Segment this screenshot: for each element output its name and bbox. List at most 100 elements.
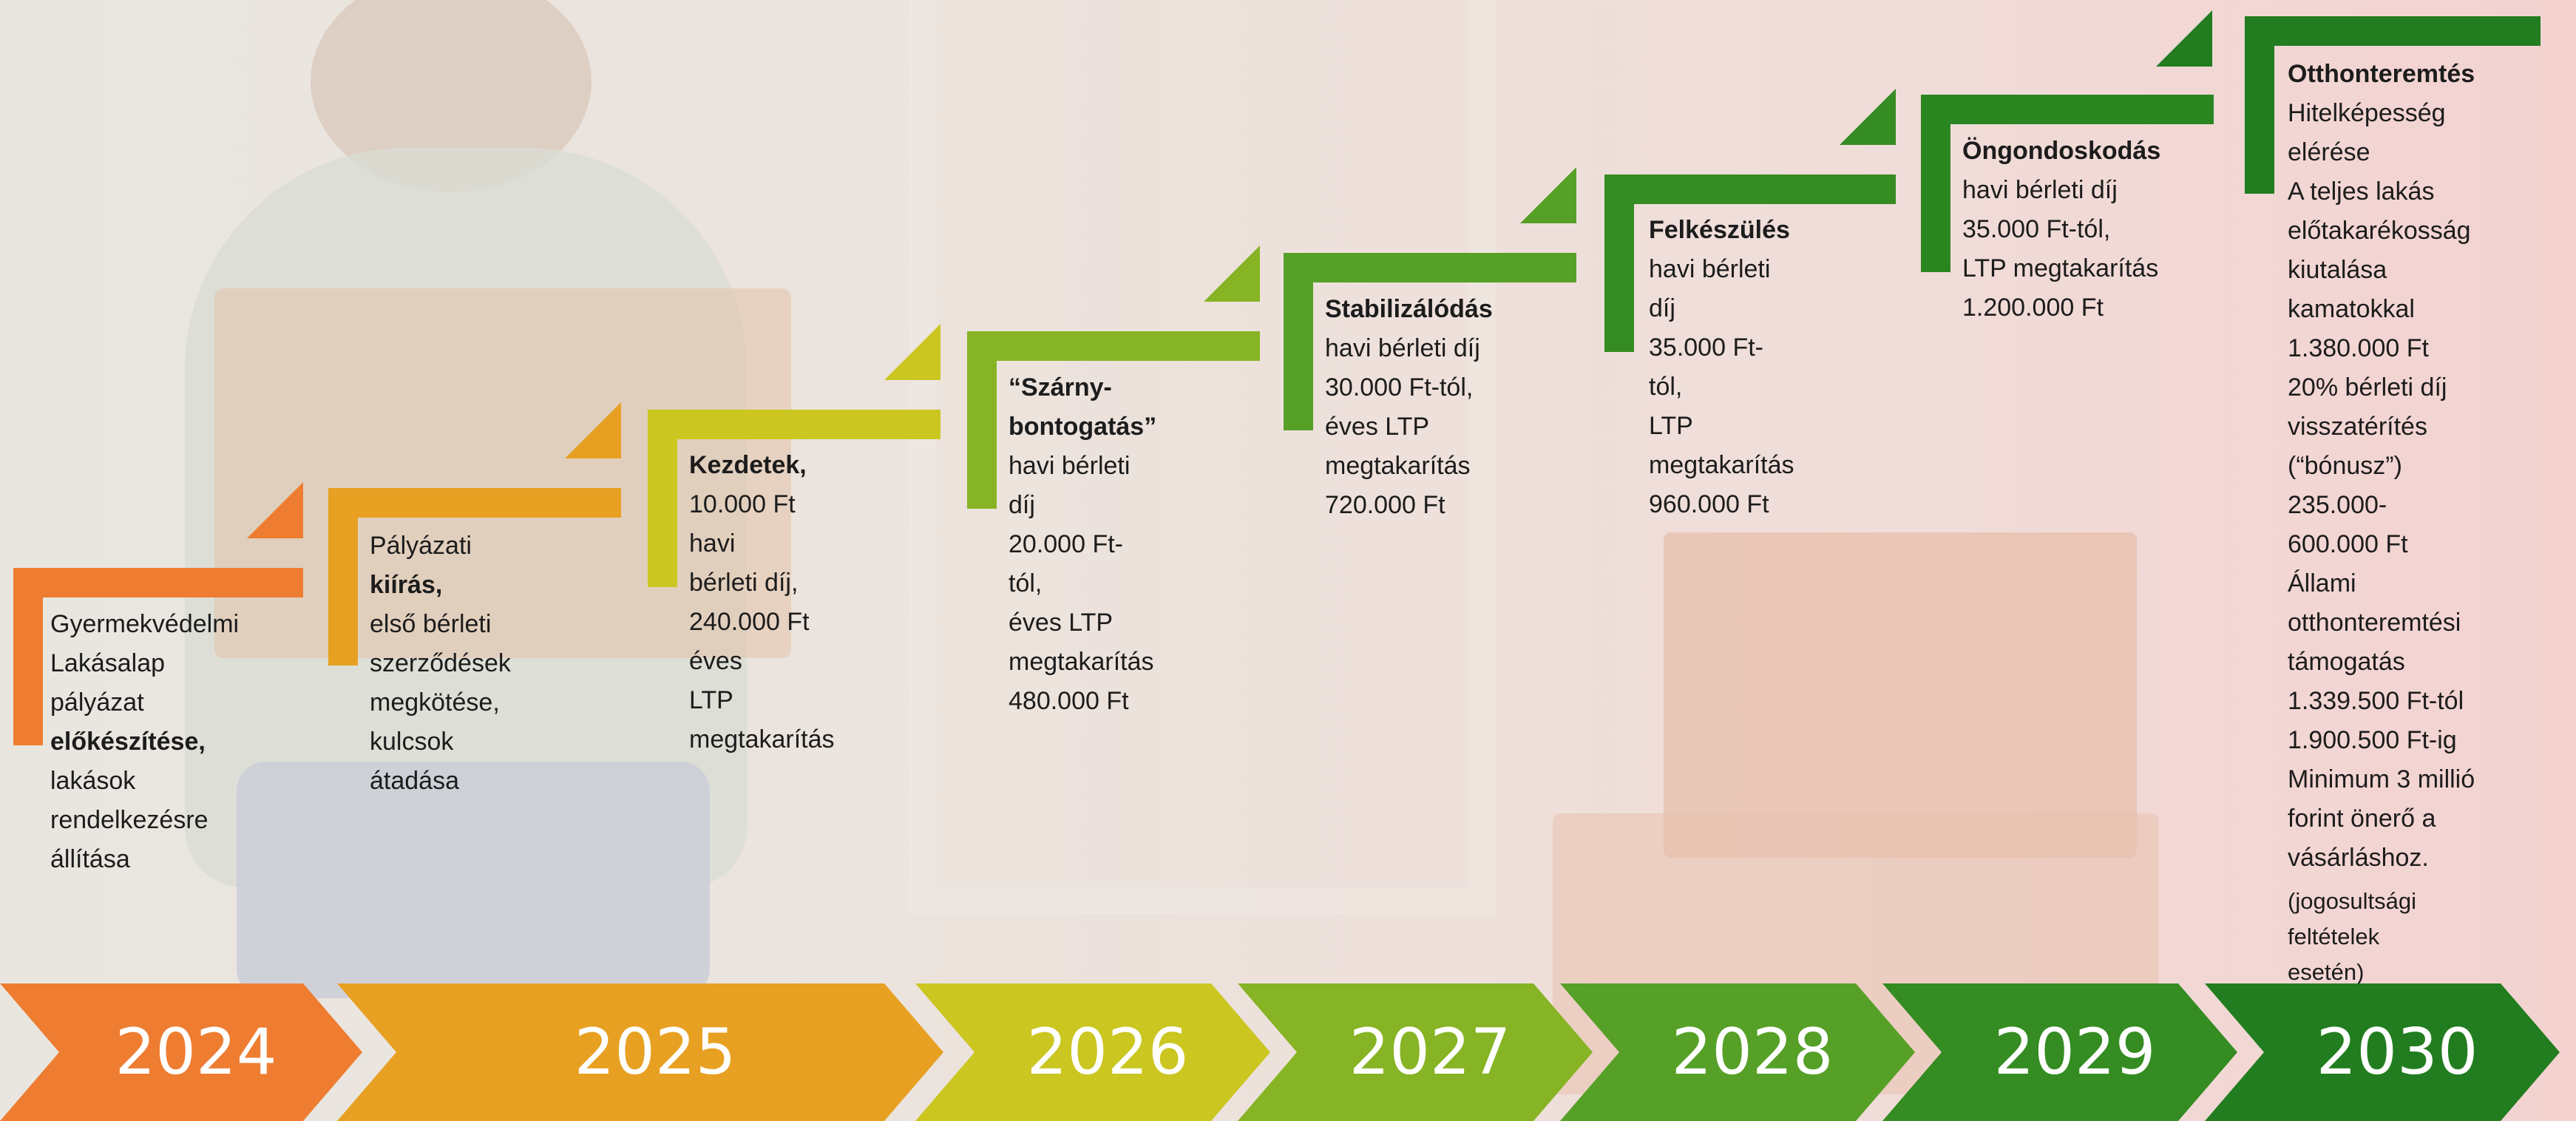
- step-2027-line-6: megtakarítás: [1009, 648, 1154, 676]
- step-2028-line-1: Stabilizálódás: [1325, 295, 1493, 323]
- step-2028-line-5: megtakarítás: [1325, 452, 1471, 480]
- step-2028-line-3: 30.000 Ft-tól,: [1325, 373, 1474, 402]
- step-2028-bar: [1284, 253, 1576, 282]
- step-2030-line-3: 35.000 Ft-tól,: [1962, 215, 2111, 243]
- final-note-line-1: (jogosultsági feltételek: [2288, 888, 2417, 949]
- step-2024-line-3: előkészítése,: [50, 728, 206, 756]
- step-2030-line-1: Öngondoskodás: [1962, 137, 2161, 165]
- final-line-17: Minimum 3 millió: [2288, 765, 2475, 793]
- final-line-14: támogatás: [2288, 648, 2405, 676]
- final-line-8: 20% bérleti díj: [2288, 373, 2447, 402]
- year-chevron-2024: 2024: [0, 983, 362, 1121]
- step-2027-line-5: éves LTP: [1009, 609, 1114, 637]
- step-2028-line-4: éves LTP: [1325, 413, 1430, 441]
- step-2026-stem: [648, 410, 677, 587]
- step-2029-line-3: 35.000 Ft-tól,: [1649, 333, 1763, 401]
- step-2027-line-7: 480.000 Ft: [1009, 687, 1129, 715]
- photo-shelf: [909, 0, 1495, 914]
- year-label-2024: 2024: [115, 1015, 277, 1089]
- final-note-line-2: esetén): [2288, 959, 2365, 985]
- step-final-bar: [2245, 16, 2541, 46]
- year-label-2029: 2029: [1993, 1015, 2156, 1089]
- final-line-9: visszatérítés: [2288, 413, 2427, 441]
- final-line-1: Hitelképesség: [2288, 99, 2446, 127]
- step-2027-line-1: “Szárny-: [1009, 373, 1112, 402]
- step-final-stem: [2245, 16, 2274, 194]
- step-2029-arrow-tip: [1840, 89, 1896, 145]
- year-label-2027: 2027: [1349, 1015, 1511, 1089]
- final-line-2: elérése: [2288, 138, 2370, 166]
- photo-person-jeans: [237, 762, 710, 998]
- step-2025-bar: [328, 488, 621, 518]
- final-line-16: 1.900.500 Ft-ig: [2288, 726, 2457, 754]
- step-2028-line-2: havi bérleti díj: [1325, 334, 1480, 362]
- step-2027-bar: [967, 331, 1260, 361]
- step-2028-line-6: 720.000 Ft: [1325, 491, 1445, 519]
- step-2026-line-4: 240.000 Ft éves: [689, 608, 810, 675]
- year-label-2030: 2030: [2316, 1015, 2478, 1089]
- step-2029-stem: [1604, 175, 1634, 352]
- step-2027-line-4: 20.000 Ft-tól,: [1009, 530, 1123, 597]
- step-2028-text: Stabilizálódás havi bérleti díj 30.000 F…: [1325, 290, 1493, 525]
- step-2030-text: Öngondoskodás havi bérleti díj 35.000 Ft…: [1962, 132, 2160, 328]
- step-2025-line-2: első bérleti: [370, 610, 492, 638]
- year-timeline: 2024 2025 2026 2027 2028 2029 2030: [0, 983, 2576, 1121]
- step-2026-line-2: 10.000 Ft havi: [689, 490, 796, 558]
- step-2025-line-4: megkötése,: [370, 688, 500, 717]
- step-2026-arrow-tip: [884, 324, 940, 380]
- final-line-19: vásárláshoz.: [2288, 844, 2429, 872]
- step-final-text: Otthonteremtés Hitelképesség elérése A t…: [2288, 55, 2475, 990]
- step-2029-line-2: havi bérleti díj: [1649, 255, 1771, 322]
- step-2028-arrow-tip: [1520, 167, 1576, 223]
- step-2027-arrow-tip: [1204, 245, 1260, 302]
- final-line-5: kiutalása: [2288, 256, 2387, 284]
- step-2024-text: Gyermekvédelmi Lakásalap pályázat előkés…: [50, 605, 239, 879]
- step-2026-bar: [648, 410, 940, 439]
- step-2026-line-1: Kezdetek,: [689, 451, 807, 479]
- step-2025-arrow-tip: [565, 402, 621, 458]
- year-chevron-2026: 2026: [915, 983, 1270, 1121]
- step-2024-line-5: rendelkezésre: [50, 806, 209, 834]
- final-line-13: otthonteremtési: [2288, 609, 2461, 637]
- year-label-2028: 2028: [1671, 1015, 1834, 1089]
- step-2025-stem: [328, 488, 358, 666]
- photo-held-box: [214, 288, 791, 658]
- year-chevron-2028: 2028: [1560, 983, 1915, 1121]
- step-2024-stem: [13, 568, 43, 745]
- step-2028-stem: [1284, 253, 1313, 430]
- year-label-2026: 2026: [1026, 1015, 1189, 1089]
- step-2025-line-5: kulcsok átadása: [370, 728, 459, 795]
- step-2029-text: Felkészülés havi bérleti díj 35.000 Ft-t…: [1649, 211, 1794, 524]
- step-2030-arrow-tip: [2156, 10, 2212, 67]
- final-line-12: Állami: [2288, 569, 2356, 597]
- step-2026-line-3: bérleti díj,: [689, 569, 799, 597]
- step-2027-line-3: havi bérleti díj: [1009, 452, 1131, 519]
- step-2030-line-5: 1.200.000 Ft: [1962, 294, 2104, 322]
- final-title: Otthonteremtés: [2288, 60, 2475, 88]
- final-line-4: előtakarékosság: [2288, 217, 2471, 245]
- step-2030-line-2: havi bérleti díj: [1962, 176, 2118, 204]
- step-2029-line-4: LTP megtakarítás: [1649, 412, 1794, 479]
- step-2030-bar: [1921, 95, 2214, 124]
- photo-moving-box-top: [1664, 532, 2137, 858]
- step-2024-arrow-tip: [247, 482, 303, 538]
- final-line-15: 1.339.500 Ft-tól: [2288, 687, 2464, 715]
- step-2025-line-1: Pályázati kiírás,: [370, 526, 511, 605]
- step-2024-line-2: Lakásalap pályázat: [50, 649, 166, 717]
- final-line-10: (“bónusz”): [2288, 452, 2402, 480]
- step-2025-line-1-text: Pályázati kiírás,: [370, 532, 472, 599]
- step-2024-line-6: állítása: [50, 845, 130, 873]
- step-2025-text: Pályázati kiírás, első bérleti szerződés…: [370, 526, 511, 801]
- step-2024-bar: [13, 568, 303, 597]
- step-2030-stem: [1921, 95, 1950, 272]
- step-2025-line-3: szerződések: [370, 649, 511, 677]
- year-chevron-2030: 2030: [2205, 983, 2560, 1121]
- year-chevron-2025: 2025: [337, 983, 943, 1121]
- step-2026-line-5: LTP megtakarítás: [689, 686, 835, 753]
- step-2029-line-1: Felkészülés: [1649, 216, 1790, 244]
- year-label-2025: 2025: [574, 1015, 736, 1089]
- step-2029-bar: [1604, 175, 1896, 204]
- final-line-3: A teljes lakás: [2288, 177, 2435, 206]
- year-chevron-2027: 2027: [1238, 983, 1593, 1121]
- final-line-18: forint önerő a: [2288, 805, 2436, 833]
